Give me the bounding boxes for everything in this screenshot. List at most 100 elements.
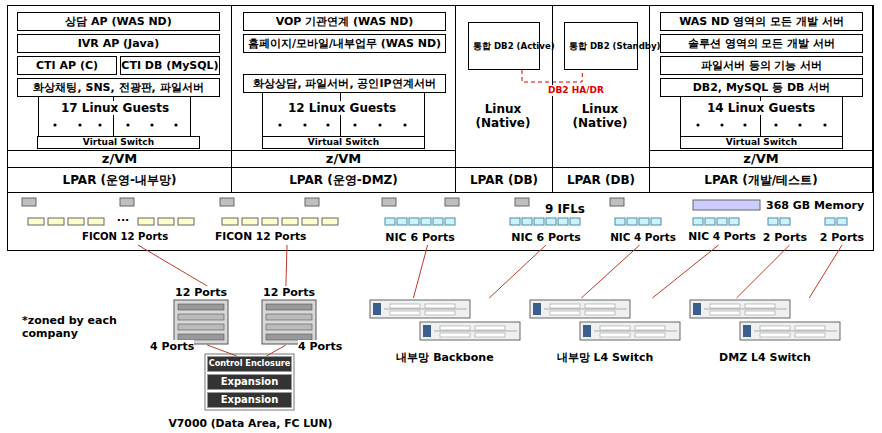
note-label: 9 IFLs [545, 202, 601, 216]
virtual-switch: Virtual Switch [262, 136, 425, 149]
lpar-partition: LPAR (운영-내부망)상담 AP (WAS ND)IVR AP (Java)… [7, 5, 232, 193]
server-box: 상담 AP (WAS ND) [17, 12, 220, 31]
edge-label: DB2 HA/DR [548, 85, 604, 96]
hardware-parts [651, 218, 661, 225]
network-device: 내부망 L4 Switch [526, 298, 684, 364]
hardware-parts [22, 198, 847, 225]
hardware-parts [837, 218, 847, 225]
server-box: IVR AP (Java) [17, 34, 220, 53]
node-text: Expansion [208, 376, 291, 388]
connector [737, 245, 790, 298]
guest-dots [303, 123, 306, 126]
node-text: LPAR (DB) [553, 173, 649, 187]
node-text: 통합 DB2 (Active) [473, 41, 535, 51]
node-text: z/VM [232, 151, 455, 167]
note-label: Linux (Native) [470, 102, 536, 131]
node-text: 2 Ports [762, 231, 808, 244]
hardware-parts [421, 218, 431, 225]
hardware-parts [382, 198, 396, 206]
hardware-parts [158, 218, 174, 225]
node-text: 상담 AP (WAS ND) [18, 15, 219, 28]
note-label: 368 GB Memory [766, 199, 870, 212]
node-text: CTI DB (MySQL) [121, 59, 219, 72]
guest-dots [174, 123, 177, 126]
hardware-parts [639, 218, 649, 225]
storage-enclosure: Expansion [207, 392, 292, 408]
hardware-parts [88, 218, 104, 225]
note-label: Linux (Native) [567, 102, 633, 131]
guest-dividers [38, 97, 39, 136]
connector [207, 345, 237, 356]
hardware-parts [68, 218, 84, 225]
node-text: 12 Ports [170, 286, 232, 299]
connector [809, 245, 842, 298]
hardware-parts [705, 218, 715, 225]
hypervisor-band: z/VM [650, 150, 872, 168]
node-text: CTI AP (C) [18, 59, 116, 72]
hardware-parts [262, 218, 278, 225]
database-box: 통합 DB2 (Active) [468, 22, 540, 70]
switch-unit [690, 300, 790, 318]
hardware-parts [515, 198, 529, 206]
guest-dividers [190, 97, 191, 136]
hardware-parts [302, 218, 318, 225]
virtual-switch: Virtual Switch [680, 136, 843, 149]
storage-enclosure: Control Enclosure [207, 356, 292, 372]
hardware-parts [522, 218, 532, 225]
hardware-parts [445, 218, 455, 225]
server-box: 솔루션 영역의 모든 개발 서버 [660, 34, 863, 53]
node-text: LPAR (개발/테스트) [650, 173, 872, 187]
node-text: NIC 6 Ports [382, 231, 458, 244]
port-group: FICON 12 Ports [82, 230, 168, 245]
guest-dots [720, 123, 723, 126]
network-device: DMZ L4 Switch [686, 298, 844, 364]
connector [138, 245, 207, 286]
network-device: 내부망 Backbone [366, 298, 524, 364]
port-group: NIC 6 Ports [382, 230, 458, 245]
port-group: NIC 6 Ports [508, 230, 584, 245]
guest-dividers [424, 93, 425, 136]
server-box: 파일서버 등의 기능 서버 [660, 56, 863, 75]
connector [267, 345, 286, 356]
node-text: LPAR (운영-DMZ) [232, 173, 455, 187]
node-text: 12 Ports [258, 286, 320, 299]
hardware-parts [433, 218, 443, 225]
node-text: 내부망 L4 Switch [526, 351, 684, 364]
server-box: VOP 기관연계 (WAS ND) [243, 12, 446, 31]
hypervisor-band: z/VM [8, 150, 231, 168]
hardware-parts [534, 218, 544, 225]
hardware-parts [546, 218, 556, 225]
guest-dots [98, 123, 101, 126]
switch-unit [370, 300, 470, 318]
switch-unit [530, 300, 630, 318]
server-box: 화상상담, 파일서버, 공인IP연계서버 [243, 74, 446, 93]
node-text: IVR AP (Java) [18, 37, 219, 50]
node-text: FICON 12 Ports [82, 231, 168, 243]
hardware-parts [627, 218, 637, 225]
connector [413, 245, 427, 298]
node-text: NIC 6 Ports [508, 231, 584, 244]
node-text: 2 Ports [819, 231, 865, 244]
hardware-parts [729, 218, 739, 225]
note-label: 12 Linux Guests [287, 101, 397, 115]
guest-dots [403, 123, 406, 126]
lpar-partition: LPAR (DB)통합 DB2 (Active) [455, 5, 553, 193]
storage-enclosure: Expansion [207, 374, 292, 390]
database-box: 통합 DB2 (Standby) [564, 22, 638, 70]
note-label: 17 Linux Guests [60, 101, 170, 115]
storage-rack [205, 354, 294, 410]
hardware-parts [222, 218, 238, 225]
node-text: Virtual Switch [681, 137, 842, 148]
hardware-parts [138, 218, 154, 225]
hardware-parts [397, 218, 407, 225]
lpar-partition: LPAR (DB) 통합 DB2 (Standby) [552, 5, 650, 193]
connector [652, 245, 718, 298]
node-text: Virtual Switch [263, 137, 424, 148]
network-device: 12 Ports [258, 286, 320, 345]
server-box: CTI AP (C) [17, 56, 117, 75]
node-text: 통합 DB2 (Standby) [569, 41, 633, 51]
hardware-parts [825, 218, 835, 225]
port-group: 2 Ports [762, 230, 808, 245]
guest-dividers [842, 97, 843, 136]
